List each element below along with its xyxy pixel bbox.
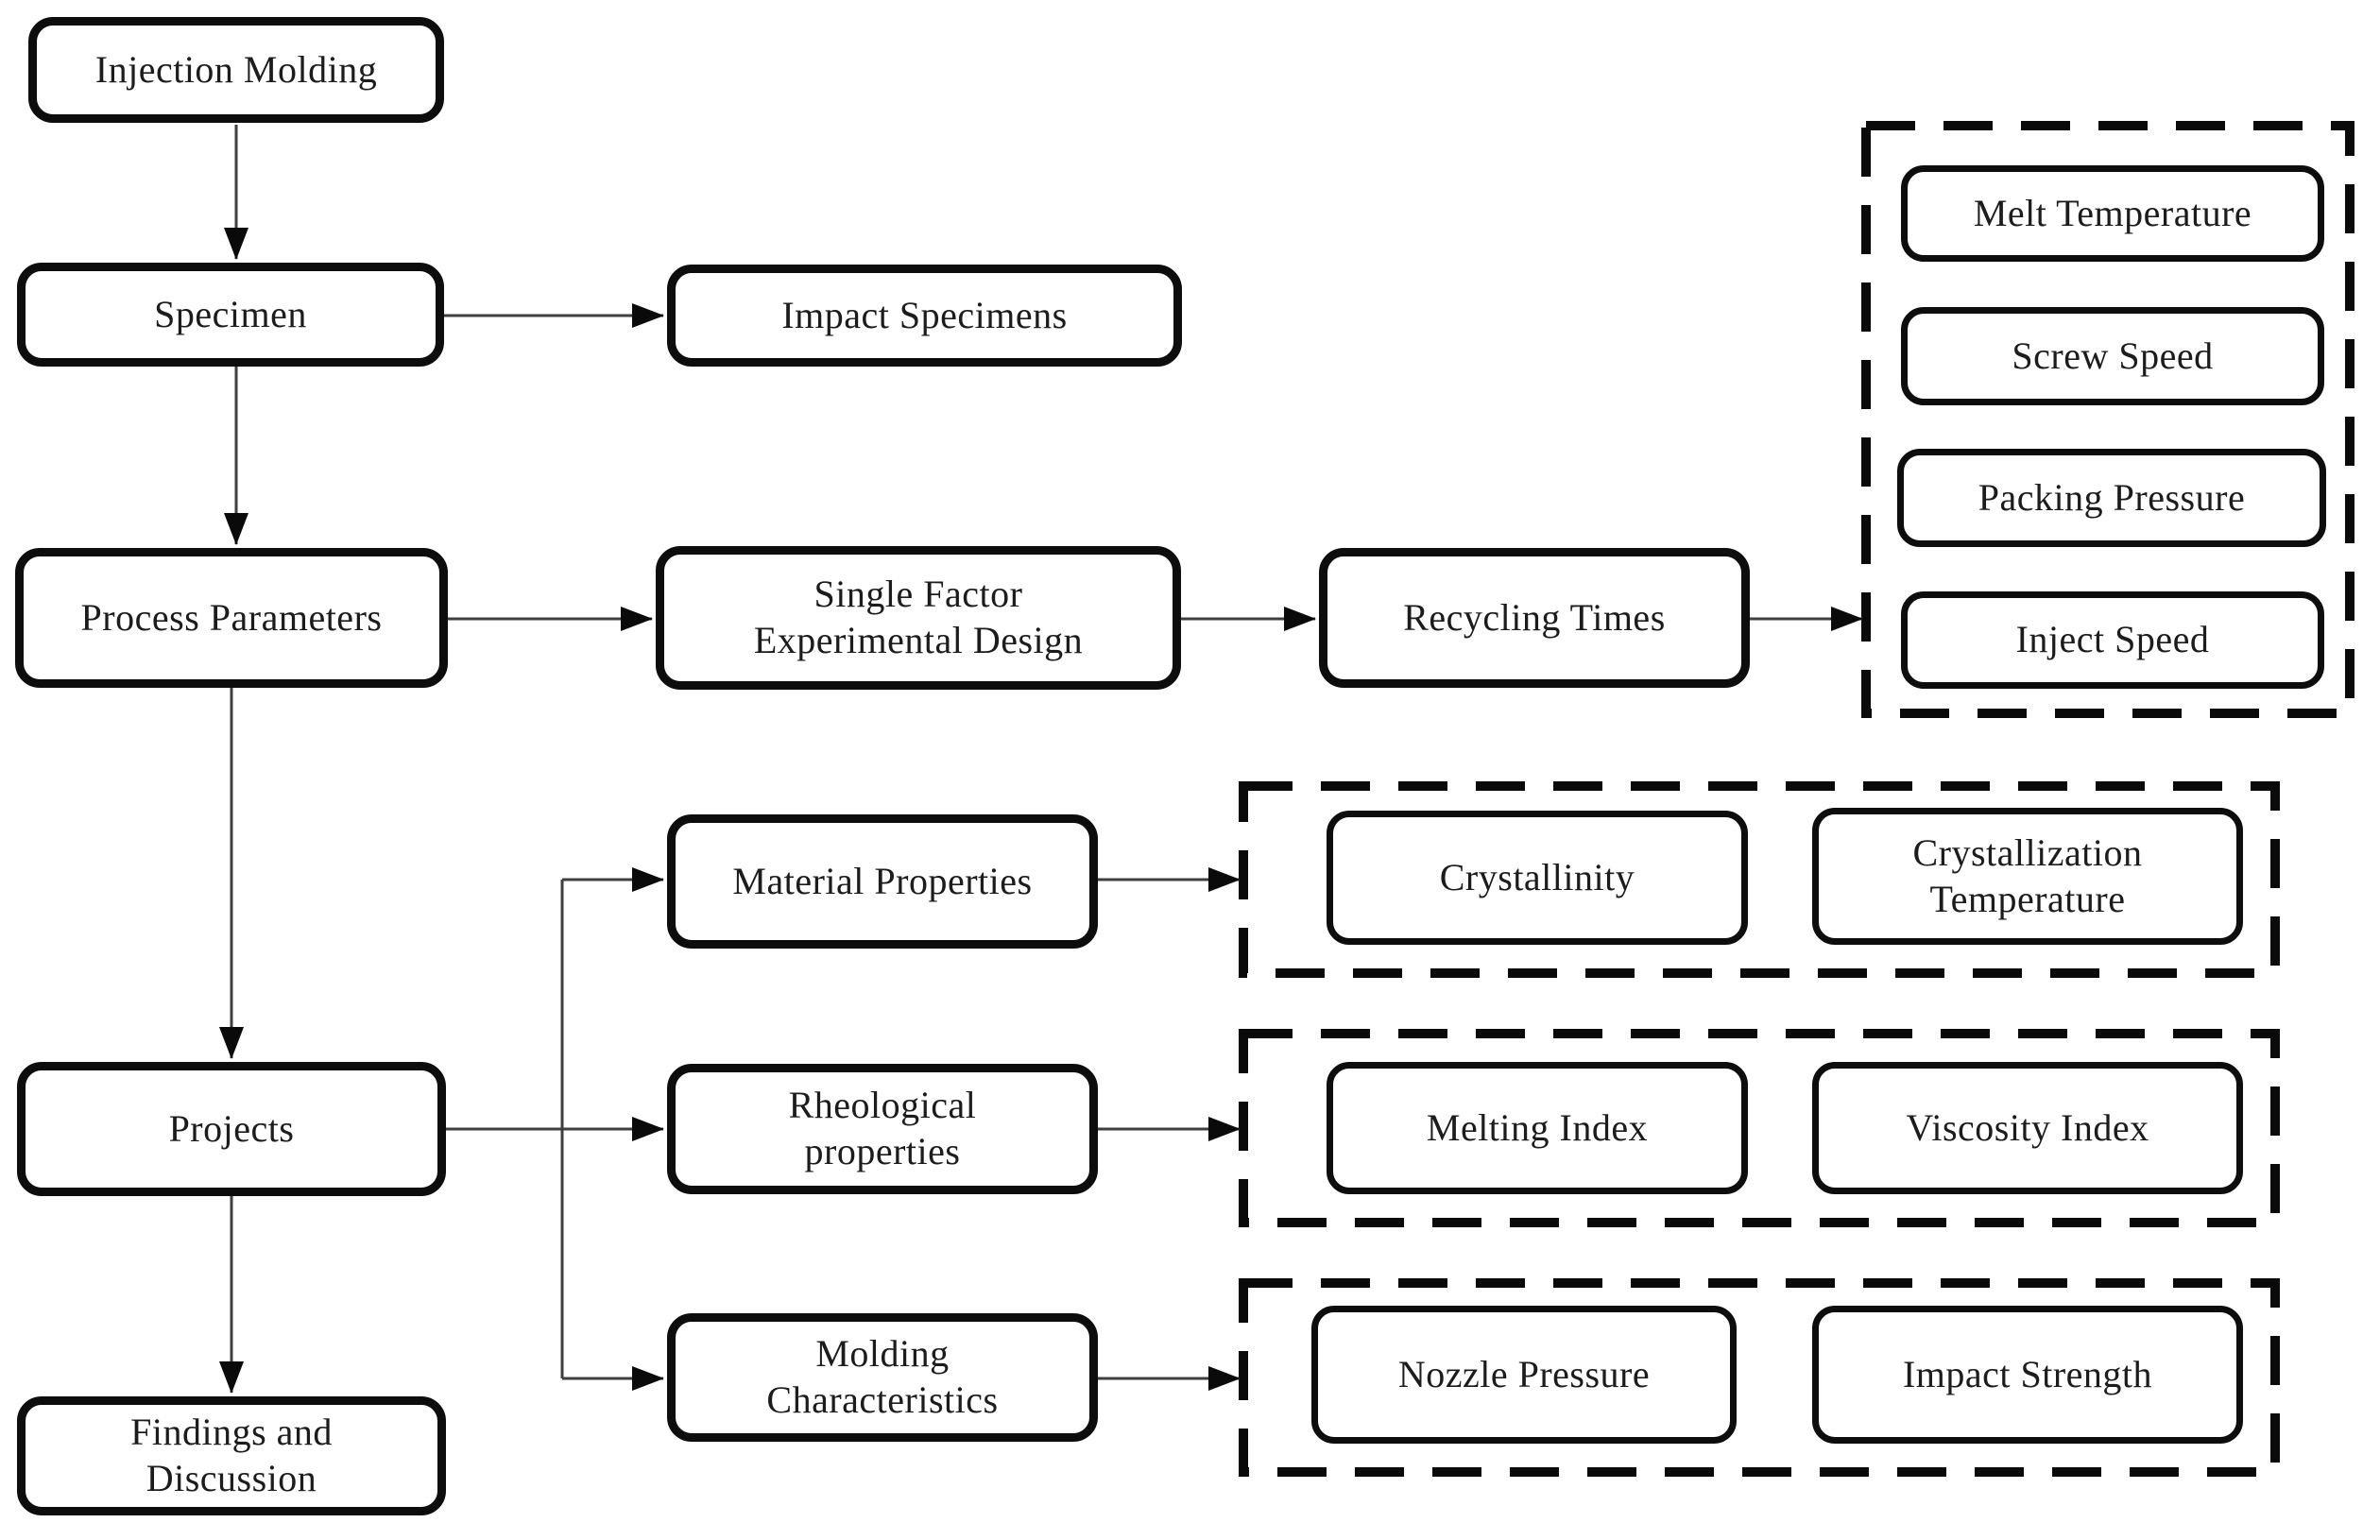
node-label: Packing Pressure — [1978, 475, 2246, 519]
node-label: Projects — [168, 1106, 295, 1150]
node-nozzle-pressure: Nozzle Pressure — [1311, 1306, 1737, 1444]
node-crystallization-temperature: Crystallization Temperature — [1812, 808, 2243, 945]
node-label: Inject Speed — [2015, 618, 2210, 661]
node-label: Impact Specimens — [781, 293, 1068, 336]
node-rheological-properties: Rheological properties — [667, 1064, 1098, 1194]
node-viscosity-index: Viscosity Index — [1812, 1062, 2243, 1194]
node-label: Injection Molding — [94, 47, 378, 91]
dashed-group-process-factors — [1861, 121, 2354, 718]
node-label: Crystallinity — [1439, 855, 1635, 898]
dashed-group-rheological-properties — [1239, 1029, 2280, 1227]
node-screw-speed: Screw Speed — [1901, 307, 2324, 405]
node-label: Viscosity Index — [1906, 1105, 2149, 1149]
node-molding-characteristics: Molding Characteristics — [667, 1313, 1098, 1442]
node-specimen: Specimen — [17, 263, 444, 367]
node-injection-molding: Injection Molding — [28, 17, 444, 123]
node-findings-discussion: Findings and Discussion — [17, 1396, 446, 1515]
dashed-group-material-properties — [1239, 781, 2280, 978]
node-single-factor-design: Single Factor Experimental Design — [656, 546, 1181, 690]
node-projects: Projects — [17, 1062, 446, 1196]
node-label: Recycling Times — [1403, 595, 1666, 639]
node-label: Process Parameters — [80, 595, 383, 639]
node-melting-index: Melting Index — [1327, 1062, 1748, 1194]
node-label: Material Properties — [732, 859, 1033, 902]
node-label: Rheological properties — [788, 1084, 977, 1172]
node-process-parameters: Process Parameters — [15, 548, 448, 688]
node-label: Melt Temperature — [1973, 191, 2252, 234]
node-label: Findings and Discussion — [130, 1411, 333, 1499]
node-label: Melting Index — [1426, 1105, 1649, 1149]
node-material-properties: Material Properties — [667, 814, 1098, 949]
node-packing-pressure: Packing Pressure — [1897, 449, 2326, 547]
node-impact-specimens: Impact Specimens — [667, 265, 1182, 367]
dashed-group-molding-characteristics — [1239, 1278, 2280, 1477]
node-label: Nozzle Pressure — [1397, 1352, 1651, 1395]
node-impact-strength: Impact Strength — [1812, 1306, 2243, 1444]
node-crystallinity: Crystallinity — [1327, 811, 1748, 945]
node-label: Single Factor Experimental Design — [753, 573, 1084, 661]
node-recycling-times: Recycling Times — [1319, 548, 1750, 688]
node-label: Specimen — [154, 292, 307, 335]
node-label: Impact Strength — [1902, 1352, 2153, 1395]
node-label: Screw Speed — [2012, 334, 2214, 377]
node-label: Molding Characteristics — [766, 1332, 999, 1421]
node-melt-temperature: Melt Temperature — [1901, 165, 2324, 262]
node-inject-speed: Inject Speed — [1901, 591, 2324, 689]
node-label: Crystallization Temperature — [1912, 830, 2143, 920]
